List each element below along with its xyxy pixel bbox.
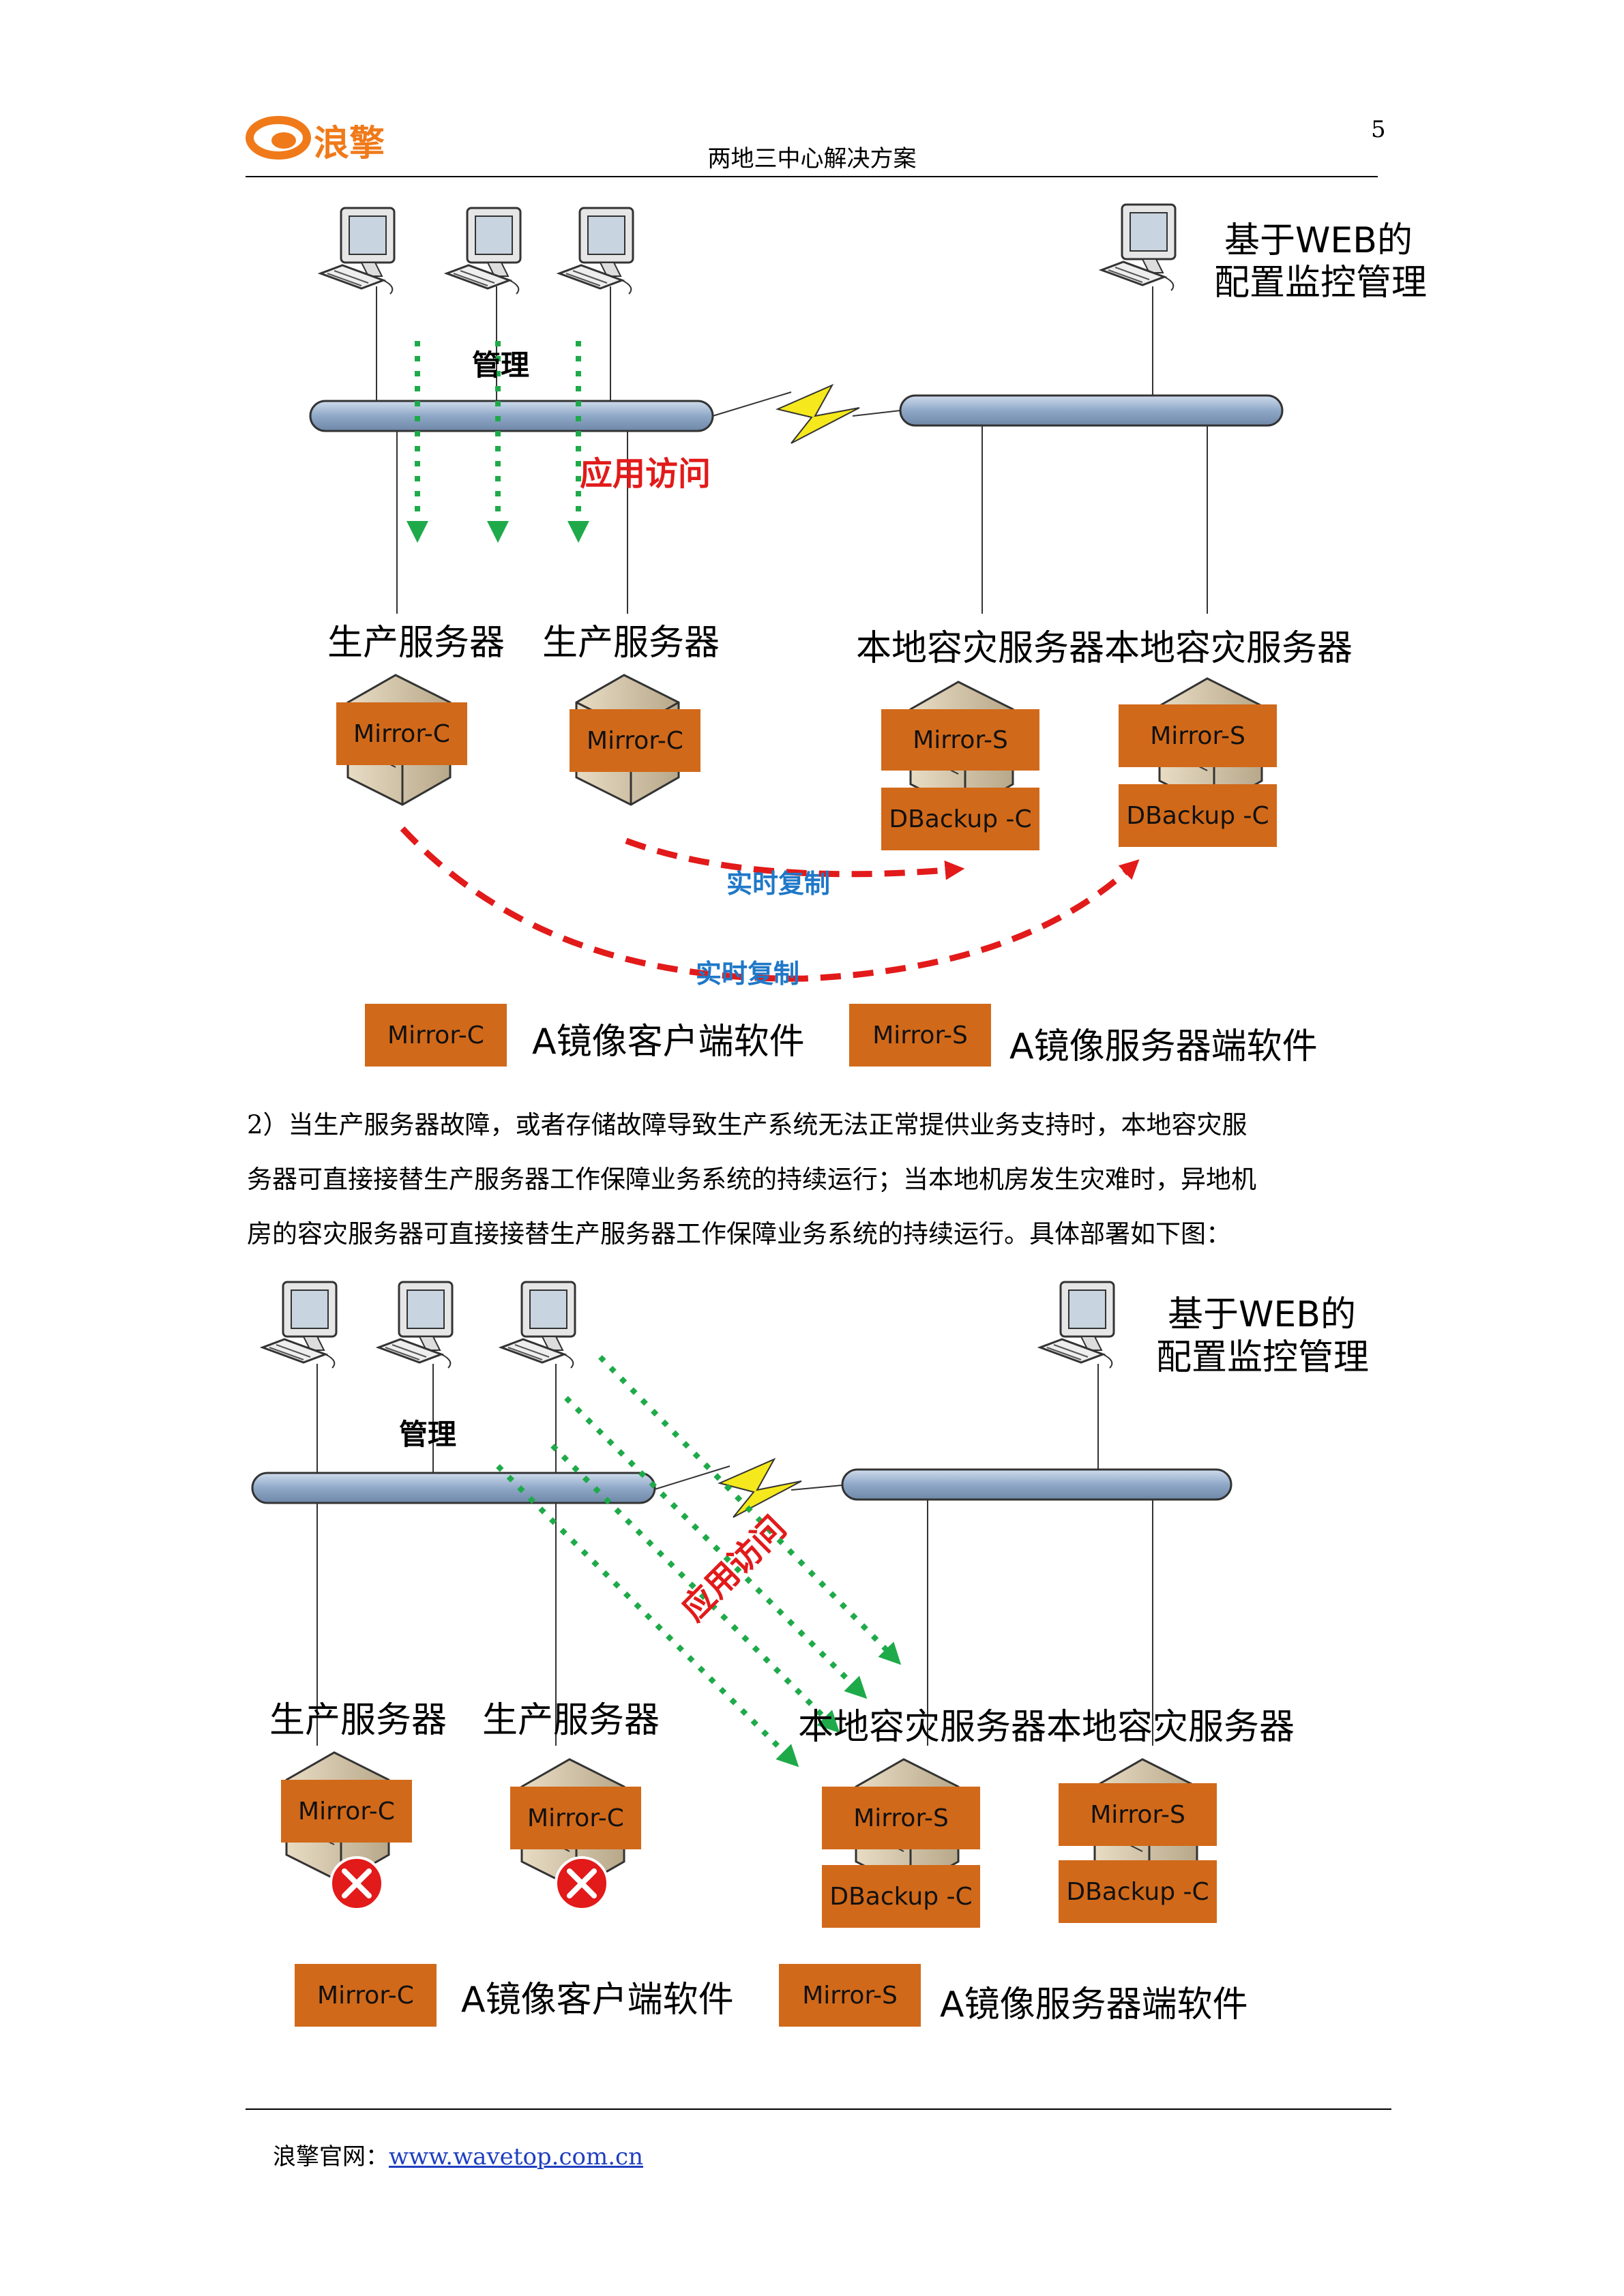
- web-config-label: 基于WEB的: [1224, 220, 1413, 261]
- legend-mirror-s-text: A镜像服务器端软件: [1009, 1026, 1318, 1067]
- network-pipe: [841, 1468, 1232, 1501]
- logo: 浪擎: [246, 109, 423, 164]
- realtime-copy-label: 实时复制: [696, 959, 800, 989]
- mirror-s-box: Mirror-S: [881, 709, 1039, 771]
- production-server-label: 生产服务器: [327, 623, 505, 664]
- web-config-label: 配置监控管理: [1214, 263, 1428, 303]
- body-paragraph: 2）当生产服务器故障，或者存储故障导致生产系统无法正常提供业务支持时，本地容灾服…: [247, 1098, 1393, 1262]
- mirror-c-box: Mirror-C: [281, 1780, 412, 1843]
- network-pipe: [309, 400, 714, 432]
- footer-label: 浪擎官网：: [273, 2143, 389, 2171]
- logo-icon: [246, 116, 311, 160]
- paragraph-line: 房的容灾服务器可直接接替生产服务器工作保障业务系统的持续运行。具体部署如下图：: [247, 1219, 1231, 1249]
- failure-icon: [331, 1858, 383, 1909]
- legend-mirror-c-text: A镜像客户端软件: [461, 1980, 734, 2021]
- client-pc-icon: [500, 1281, 576, 1369]
- mirror-c-box: Mirror-C: [336, 702, 467, 765]
- document-title: 两地三中心解决方案: [707, 145, 917, 173]
- mirror-c-box: Mirror-C: [510, 1787, 641, 1849]
- legend-mirror-c-text: A镜像客户端软件: [532, 1022, 805, 1062]
- dbackup-box: DBackup -C: [1119, 784, 1277, 847]
- mirror-s-box: Mirror-S: [822, 1787, 980, 1849]
- legend-mirror-c-box: Mirror-C: [295, 1964, 437, 2027]
- web-config-label: 配置监控管理: [1156, 1337, 1370, 1378]
- app-access-label: 应用访问: [580, 455, 711, 493]
- admin-pc-icon: [1039, 1281, 1115, 1369]
- mirror-c-box: Mirror-C: [570, 709, 700, 772]
- manage-label: 管理: [399, 1418, 457, 1451]
- legend-mirror-s-box: Mirror-S: [849, 1004, 991, 1067]
- web-config-label: 基于WEB的: [1168, 1294, 1356, 1335]
- dbackup-box: DBackup -C: [822, 1865, 980, 1928]
- production-server-label: 生产服务器: [482, 1700, 660, 1741]
- header-rule: [246, 176, 1378, 177]
- wan-link-icon: [775, 383, 860, 444]
- paragraph-line: 2）当生产服务器故障，或者存储故障导致生产系统无法正常提供业务支持时，本地容灾服: [247, 1110, 1247, 1139]
- legend-mirror-c-box: Mirror-C: [365, 1004, 507, 1067]
- production-server-label: 生产服务器: [542, 623, 720, 664]
- legend-mirror-s-text: A镜像服务器端软件: [940, 1984, 1248, 2025]
- mirror-s-box: Mirror-S: [1119, 704, 1277, 767]
- realtime-copy-label: 实时复制: [726, 869, 831, 899]
- wan-link-icon: [717, 1457, 802, 1518]
- legend-mirror-s-box: Mirror-S: [779, 1964, 921, 2027]
- website-link[interactable]: www.wavetop.com.cn: [389, 2143, 643, 2171]
- failure-icon: [556, 1858, 608, 1909]
- paragraph-line: 务器可直接接替生产服务器工作保障业务系统的持续运行；当本地机房发生灾难时，异地机: [247, 1165, 1256, 1194]
- mirror-s-box: Mirror-S: [1059, 1783, 1217, 1846]
- network-pipe: [251, 1472, 656, 1504]
- network-pipe: [899, 394, 1284, 427]
- logo-text: 浪擎: [314, 123, 385, 164]
- client-pc-icon: [558, 207, 634, 295]
- client-pc-icon: [377, 1281, 454, 1369]
- production-server-label: 生产服务器: [269, 1700, 447, 1741]
- client-pc-icon: [319, 207, 396, 295]
- dbackup-box: DBackup -C: [881, 788, 1039, 850]
- client-pc-icon: [445, 207, 522, 295]
- dbackup-box: DBackup -C: [1059, 1860, 1217, 1923]
- manage-label: 管理: [472, 348, 530, 382]
- dr-server-label: 本地容灾服务器本地容灾服务器: [856, 628, 1353, 669]
- admin-pc-icon: [1100, 203, 1177, 292]
- dr-server-label: 本地容灾服务器本地容灾服务器: [798, 1707, 1295, 1748]
- footer-rule: [246, 2108, 1391, 2110]
- page-number: 5: [1371, 116, 1386, 143]
- client-pc-icon: [261, 1281, 338, 1369]
- footer: 浪擎官网：www.wavetop.com.cn: [273, 2138, 643, 2171]
